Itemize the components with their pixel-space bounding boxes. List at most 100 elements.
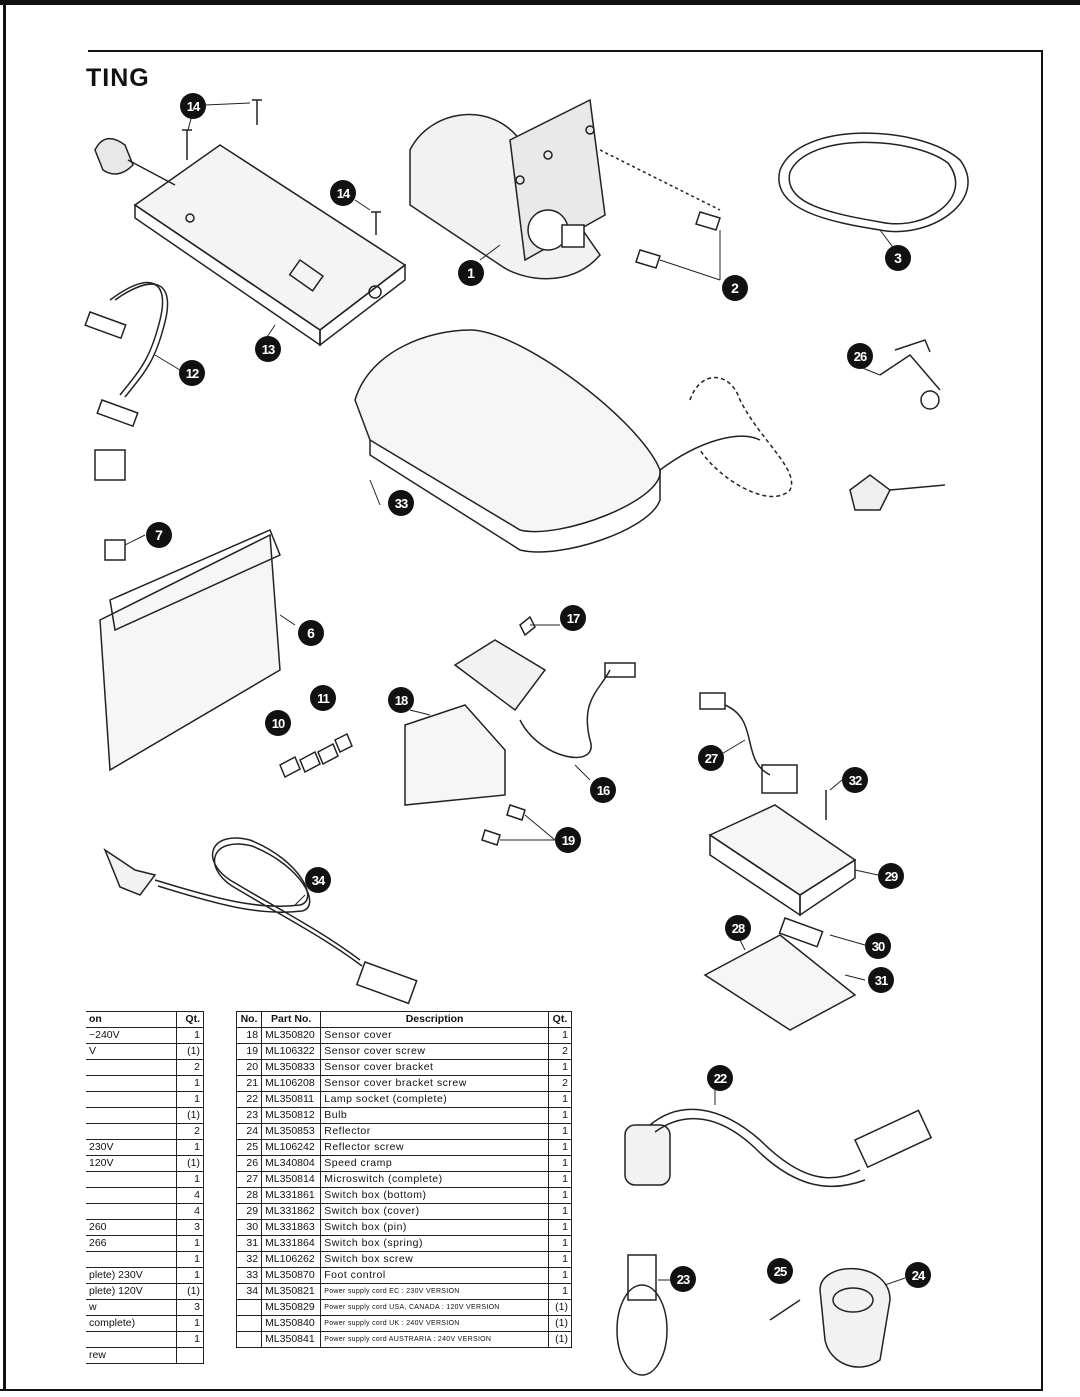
callout-34: 34 <box>305 867 331 893</box>
cell-qty: 1 <box>176 1315 204 1332</box>
page-bottom-border <box>0 1389 1043 1391</box>
table-row: 1 <box>86 1075 204 1092</box>
table-row: 1 <box>86 1171 204 1188</box>
callout-16: 16 <box>590 777 616 803</box>
callout-22: 22 <box>707 1065 733 1091</box>
table-row: 4 <box>86 1187 204 1204</box>
table-row: 2 <box>86 1059 204 1076</box>
callout-11: 11 <box>310 685 336 711</box>
cell-no: 24 <box>235 1123 263 1140</box>
leader-lines <box>124 102 906 1286</box>
cell-qty: 1 <box>176 1139 204 1156</box>
cell-no: 32 <box>235 1251 263 1268</box>
cell-no: 22 <box>235 1091 263 1108</box>
cell-no: 20 <box>235 1059 263 1076</box>
cell-description: Switch box (pin) <box>320 1219 549 1236</box>
cell-description: Sensor cover bracket <box>320 1059 549 1076</box>
callout-32: 32 <box>842 767 868 793</box>
cell-part-no: ML350840 <box>261 1315 322 1332</box>
cell-description: rew <box>86 1347 178 1364</box>
cell-qty: 2 <box>547 1043 573 1060</box>
cell-description: complete) <box>86 1315 178 1332</box>
cell-qty: (1) <box>547 1315 573 1332</box>
circuit-board-assembly-drawing <box>94 137 407 347</box>
cell-qty: 1 <box>176 1267 204 1284</box>
cell-no: 25 <box>235 1139 263 1156</box>
table-row: (1) <box>86 1107 204 1124</box>
callout-29: 29 <box>878 863 904 889</box>
page-top-border <box>0 0 1080 5</box>
cell-part-no: ML106208 <box>261 1075 322 1092</box>
cell-description: Sensor cover screw <box>320 1043 549 1060</box>
callout-1: 1 <box>458 260 484 286</box>
cell-part-no: ML350820 <box>261 1027 322 1044</box>
cell-description: 120V <box>86 1155 178 1172</box>
cell-description: Switch box screw <box>320 1251 549 1268</box>
cell-part-no: ML350870 <box>261 1267 322 1284</box>
cell-qty: 1 <box>547 1155 573 1172</box>
cell-part-no: ML350841 <box>261 1331 322 1348</box>
reflector-drawing <box>769 1268 891 1368</box>
table-row: V(1) <box>86 1043 204 1060</box>
cell-description <box>86 1091 178 1108</box>
cell-qty: 1 <box>547 1091 573 1108</box>
callout-17: 17 <box>560 605 586 631</box>
cell-qty: 1 <box>547 1187 573 1204</box>
cell-part-no: ML350833 <box>261 1059 322 1076</box>
cell-part-no: ML106262 <box>261 1251 322 1268</box>
table-row: 1 <box>86 1091 204 1108</box>
cell-part-no: ML106242 <box>261 1139 322 1156</box>
cell-description: Bulb <box>320 1107 549 1124</box>
cell-part-no: ML331862 <box>261 1203 322 1220</box>
cell-qty: 1 <box>547 1267 573 1284</box>
cell-description: Switch box (cover) <box>320 1203 549 1220</box>
table-header-row: on Qt. <box>86 1011 204 1028</box>
cell-description <box>86 1187 178 1204</box>
cell-qty: 1 <box>547 1123 573 1140</box>
cell-description: V <box>86 1043 178 1060</box>
callout-3: 3 <box>885 245 911 271</box>
column-header-qty: Qt. <box>176 1011 204 1028</box>
cell-part-no: ML350821 <box>261 1283 322 1300</box>
cell-no <box>235 1315 263 1332</box>
small-plug-drawing <box>279 732 353 779</box>
callout-23: 23 <box>670 1266 696 1292</box>
cell-description <box>86 1251 178 1268</box>
cell-part-no: ML350812 <box>261 1107 322 1124</box>
cell-qty: (1) <box>176 1283 204 1300</box>
callout-14: 14 <box>180 93 206 119</box>
cell-qty: 2 <box>176 1059 204 1076</box>
cord-connector-drawing <box>849 474 946 511</box>
cell-no: 30 <box>235 1219 263 1236</box>
table-row: 4 <box>86 1203 204 1220</box>
page-right-border <box>1041 50 1043 1390</box>
cell-description: Microswitch (complete) <box>320 1171 549 1188</box>
cell-description: 266 <box>86 1235 178 1252</box>
cell-description: Reflector <box>320 1123 549 1140</box>
cell-qty: 1 <box>176 1235 204 1252</box>
callout-24: 24 <box>905 1262 931 1288</box>
cell-part-no: ML331864 <box>261 1235 322 1252</box>
cell-description: Switch box (bottom) <box>320 1187 549 1204</box>
cell-no: 29 <box>235 1203 263 1220</box>
callout-28: 28 <box>725 915 751 941</box>
cell-qty: 1 <box>547 1059 573 1076</box>
cell-no: 31 <box>235 1235 263 1252</box>
cell-qty: 1 <box>547 1027 573 1044</box>
table-row: 2 <box>86 1123 204 1140</box>
column-header-description: on <box>86 1011 178 1028</box>
